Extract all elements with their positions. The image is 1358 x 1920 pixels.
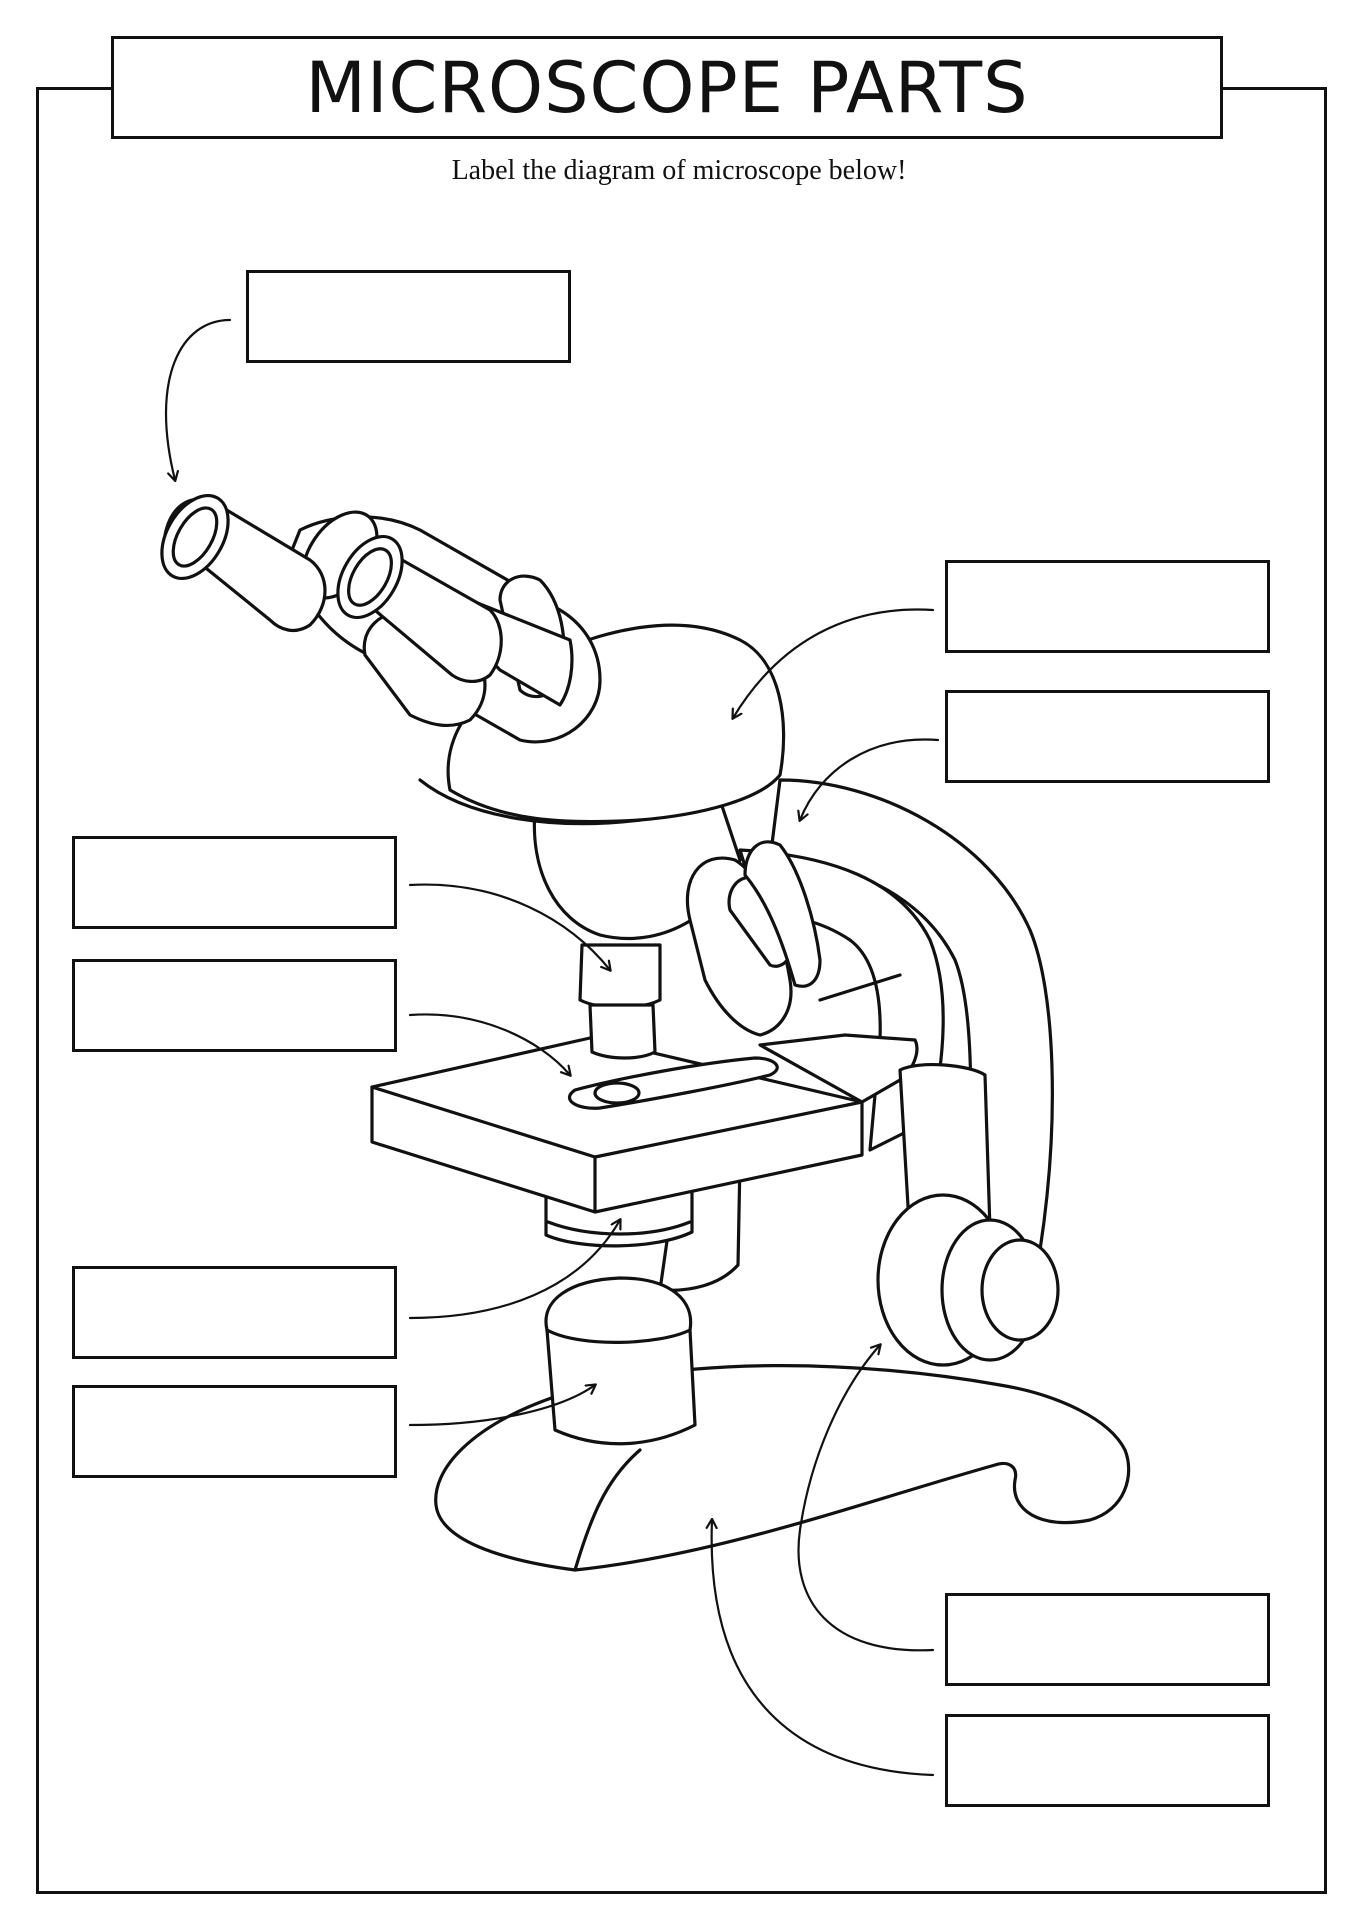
arrow-objective [408, 883, 610, 970]
focus-knob [876, 1062, 1060, 1367]
page-title: MICROSCOPE PARTS [305, 46, 1029, 129]
title-box: MICROSCOPE PARTS [111, 36, 1223, 139]
label-box-eyepiece[interactable] [246, 270, 571, 363]
arrow-condenser [408, 1220, 620, 1320]
arrow-stage [408, 1013, 570, 1075]
arrow-head [733, 608, 935, 718]
arrow-arm [800, 738, 940, 820]
arrow-base [712, 1520, 935, 1777]
label-box-objective-lens[interactable] [72, 836, 397, 929]
arrow-focus-knob [797, 1345, 935, 1652]
label-box-base[interactable] [945, 1714, 1270, 1807]
arrow-illuminator [408, 1385, 595, 1427]
arrow-eyepiece [164, 318, 232, 480]
label-box-illuminator[interactable] [72, 1385, 397, 1478]
illuminator [544, 1276, 697, 1446]
objective-lenses [532, 798, 822, 1060]
stage [370, 1036, 864, 1214]
label-box-head[interactable] [945, 560, 1270, 653]
eyepieces [160, 493, 602, 744]
label-box-arm[interactable] [945, 690, 1270, 783]
instruction-text: Label the diagram of microscope below! [451, 155, 907, 186]
leader-arrows [164, 318, 940, 1777]
label-box-condenser[interactable] [72, 1266, 397, 1359]
label-box-stage[interactable] [72, 959, 397, 1052]
label-box-focus-knob[interactable] [945, 1593, 1270, 1686]
microscope-base [434, 1364, 1131, 1572]
